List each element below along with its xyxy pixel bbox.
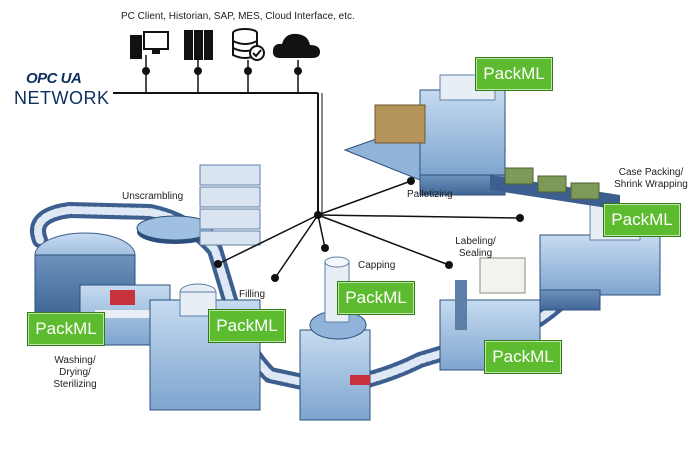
opc-ua-network-logo: OPC UA NETWORK [14, 70, 124, 110]
packml-badge-washing: PackML [27, 312, 105, 346]
server-icon [184, 30, 213, 60]
labeling-label: Labeling/ Sealing [448, 236, 503, 260]
network-hub-node [314, 211, 322, 219]
washing-label-line2: Drying/ [59, 367, 91, 378]
washing-label-line3: Sterilizing [53, 379, 97, 390]
washing-label-line1: Washing/ [54, 355, 96, 366]
palletizing-machine [343, 74, 620, 210]
unscrambling-table [136, 215, 214, 244]
filling-label: Filling [239, 289, 266, 300]
bottle-stack [199, 164, 261, 246]
packml-badge-labeling: PackML [484, 340, 562, 374]
labeling-label-line2: Sealing [458, 248, 493, 259]
packml-badge-filling: PackML [208, 309, 286, 343]
packml-badge-palletizing: PackML [475, 57, 553, 91]
database-icon [232, 28, 265, 61]
network-logo-text: NETWORK [14, 88, 110, 108]
pc-client-icon [130, 31, 169, 59]
labeling-label-line1: Labeling/ [455, 236, 496, 247]
hub-connections [214, 177, 524, 282]
case-packing-machine [539, 204, 661, 311]
network-bus [113, 55, 323, 215]
opc-ua-logo-text: OPC UA [26, 70, 82, 87]
unscrambling-label: Unscrambling [122, 191, 184, 202]
palletizing-label: Palletizing [407, 189, 453, 200]
case-packing-label: Case Packing/ Shrink Wrapping [606, 167, 696, 191]
cloud-icon [272, 33, 320, 58]
capping-machine [299, 256, 371, 421]
filling-machine [149, 283, 261, 411]
washing-label: Washing/ Drying/ Sterilizing [40, 355, 110, 391]
case-packing-label-line2: Shrink Wrapping [614, 179, 688, 190]
capping-label: Capping [358, 260, 396, 271]
case-packing-label-line1: Case Packing/ [618, 167, 684, 178]
packml-badge-case-packing: PackML [603, 203, 681, 237]
systems-label: PC Client, Historian, SAP, MES, Cloud In… [121, 11, 355, 22]
packml-badge-capping: PackML [337, 281, 415, 315]
